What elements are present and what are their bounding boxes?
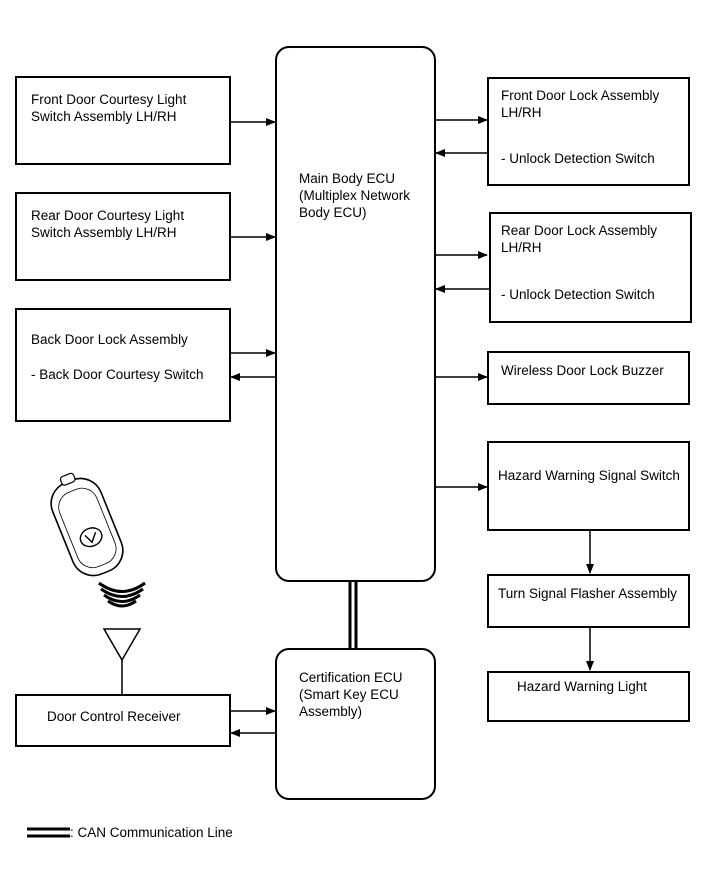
key-fob-icon (50, 472, 124, 577)
door-control-receiver-label: Door Control Receiver (47, 709, 181, 724)
rear-door-lock-assembly-label: Rear Door Lock Assembly LH/RH (501, 223, 658, 255)
can-bus-line (348, 582, 358, 650)
front-door-lock-assembly-label: Front Door Lock Assembly LH/RH (501, 88, 660, 120)
certification-ecu-box: Certification ECU (Smart Key ECU Assembl… (275, 648, 436, 800)
certification-ecu-label: Certification ECU (Smart Key ECU Assembl… (299, 670, 403, 719)
hazard-warning-signal-switch-label: Hazard Warning Signal Switch (498, 468, 680, 483)
turn-signal-flasher-assembly-box: Turn Signal Flasher Assembly (487, 574, 690, 628)
rear-door-courtesy-switch-label: Rear Door Courtesy Light Switch Assembly… (31, 208, 185, 240)
hazard-warning-light-box: Hazard Warning Light (487, 671, 690, 722)
back-door-lock-assembly-box: Back Door Lock Assembly - Back Door Cour… (15, 308, 231, 422)
turn-signal-flasher-assembly-label: Turn Signal Flasher Assembly (498, 586, 677, 601)
rear-door-courtesy-switch-box: Rear Door Courtesy Light Switch Assembly… (15, 192, 231, 281)
legend-can-symbol (27, 827, 70, 838)
main-body-ecu-box: Main Body ECU (Multiplex Network Body EC… (275, 46, 436, 582)
door-control-receiver-box: Door Control Receiver (15, 694, 231, 747)
back-door-lock-assembly-label: Back Door Lock Assembly (31, 332, 188, 347)
back-door-courtesy-switch-label: - Back Door Courtesy Switch (31, 367, 204, 382)
front-door-courtesy-switch-box: Front Door Courtesy Light Switch Assembl… (15, 76, 231, 165)
antenna-icon (102, 628, 142, 662)
wireless-door-lock-buzzer-label: Wireless Door Lock Buzzer (501, 363, 664, 378)
front-door-courtesy-switch-label: Front Door Courtesy Light Switch Assembl… (31, 92, 187, 124)
radio-waves-icon (98, 581, 146, 608)
legend-label: : CAN Communication Line (70, 825, 233, 840)
hazard-warning-light-label: Hazard Warning Light (517, 679, 648, 694)
rear-door-lock-assembly-box: Rear Door Lock Assembly LH/RH - Unlock D… (489, 212, 692, 323)
front-door-lock-assembly-box: Front Door Lock Assembly LH/RH - Unlock … (487, 77, 690, 186)
main-body-ecu-label: Main Body ECU (Multiplex Network Body EC… (299, 171, 411, 220)
wireless-door-lock-buzzer-box: Wireless Door Lock Buzzer (487, 351, 690, 405)
rear-unlock-detection-switch-label: - Unlock Detection Switch (501, 287, 655, 302)
front-unlock-detection-switch-label: - Unlock Detection Switch (501, 151, 655, 166)
hazard-warning-signal-switch-box: Hazard Warning Signal Switch (487, 441, 690, 531)
